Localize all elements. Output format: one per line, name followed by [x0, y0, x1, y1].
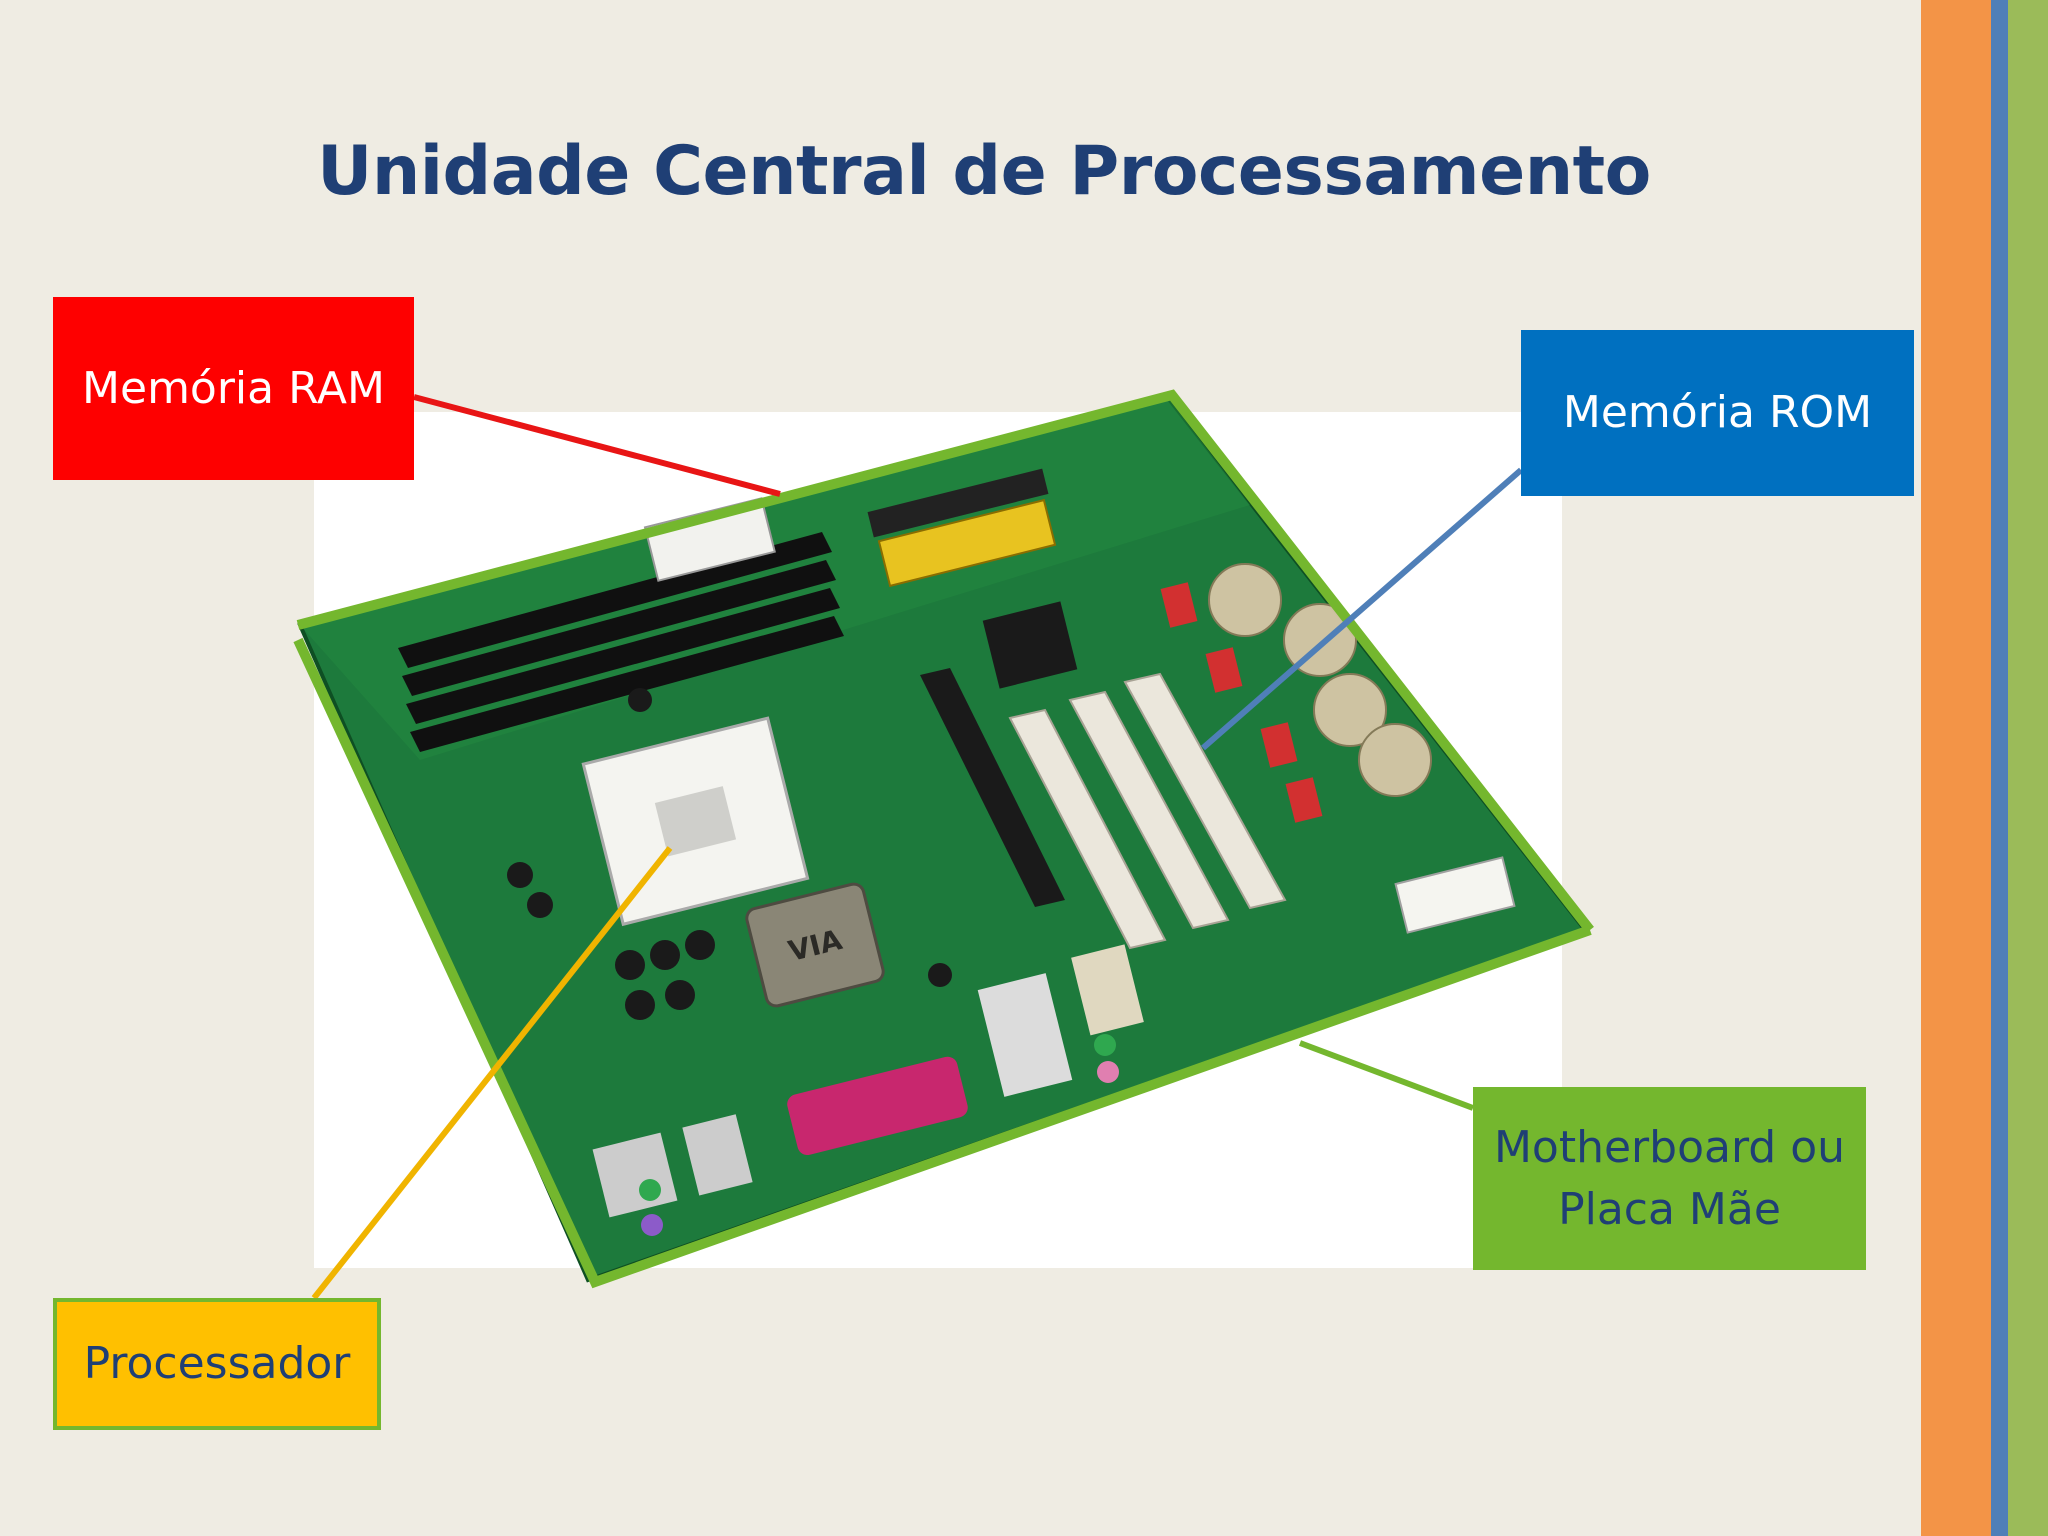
ide-connector	[877, 498, 1057, 588]
motherboard-leader-line	[1298, 1040, 1475, 1111]
power-connector	[643, 497, 776, 582]
rom-label-box: Memória ROM	[1521, 330, 1914, 496]
ram-label: Memória RAM	[82, 362, 385, 414]
ram-slots	[398, 532, 844, 752]
rom-leader-line	[1201, 467, 1523, 751]
audio-capacitors	[1160, 582, 1323, 823]
ide-connector-2	[867, 468, 1049, 538]
ram-label-box: Memória RAM	[53, 297, 414, 480]
aux-power-connector	[1394, 856, 1516, 934]
board-outline-top	[296, 389, 1594, 934]
motherboard-label-line1: Motherboard ou	[1493, 1121, 1846, 1173]
back-panel-io	[592, 944, 1144, 1236]
motherboard-label-line2: Placa Mãe	[1558, 1183, 1781, 1235]
motherboard-label-box: Motherboard ou Placa Mãe	[1473, 1087, 1866, 1270]
northbridge-chip: VIA	[745, 882, 885, 1008]
decorative-stripe-green	[2008, 0, 2048, 1536]
expansion-slots	[920, 668, 1287, 950]
southbridge-chip	[982, 601, 1078, 689]
processor-label: Processador	[83, 1338, 351, 1390]
cpu-socket	[581, 716, 810, 927]
decorative-stripe-blue	[1991, 0, 2008, 1536]
decorative-stripe-orange	[1921, 0, 1991, 1536]
vacuum-tubes	[1208, 563, 1432, 797]
slide-title: Unidade Central de Processamento	[317, 132, 1651, 211]
ram-leader-line	[413, 394, 781, 497]
board-outline-bottom	[293, 637, 1592, 1289]
capacitors	[507, 688, 952, 1020]
processor-leader-line	[311, 846, 673, 1300]
rom-label: Memória ROM	[1562, 387, 1873, 439]
processor-label-box: Processador	[53, 1298, 381, 1430]
